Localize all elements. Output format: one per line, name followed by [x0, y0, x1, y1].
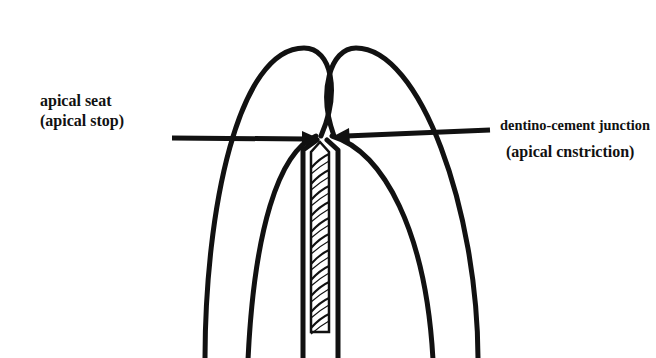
part-label: apical seat [40, 92, 112, 110]
endodontic-file [311, 142, 329, 334]
file-twist [311, 202, 329, 216]
inner-root-outline [332, 136, 433, 358]
part-label-alias: (apical cnstriction) [506, 143, 634, 161]
inner-root-outline [248, 136, 316, 358]
file-twist [311, 250, 329, 264]
pointer-arrow [332, 128, 490, 144]
leader-line [172, 138, 306, 139]
file-twist [311, 282, 329, 296]
arrowhead [332, 128, 350, 144]
part-label-alias: (apical stop) [40, 112, 124, 130]
arrowhead [302, 131, 320, 147]
file-twist [311, 266, 329, 280]
file-twist [311, 170, 329, 184]
file-twist [311, 234, 329, 248]
file-outline [311, 142, 329, 332]
pointer-arrow [172, 131, 320, 147]
part-label: dentino-cement junction [500, 118, 650, 134]
outer-root-outline [205, 48, 331, 358]
file-twist [311, 321, 329, 334]
file-twist [311, 218, 329, 232]
file-twist [311, 154, 329, 168]
leader-line [346, 130, 490, 136]
file-twist [311, 186, 329, 200]
file-twist [311, 298, 329, 312]
file-twist [311, 314, 329, 328]
outer-root-outline [327, 48, 478, 358]
